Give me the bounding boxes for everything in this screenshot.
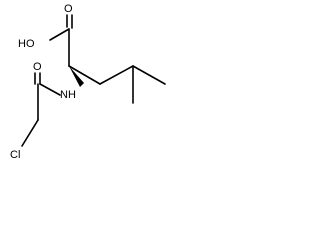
- bond-ch2-ch: [99, 65, 134, 85]
- bond-ch2-cl: [21, 119, 39, 147]
- atom-carbonyl-oxygen-top: O: [64, 3, 73, 15]
- bond-alpha-ch2: [68, 65, 101, 85]
- chemical-structure: HO O O NH Cl: [10, 3, 166, 161]
- bond-ch-methyl-right: [132, 65, 166, 85]
- bond-alpha-n-wedge: [69, 66, 84, 87]
- atom-carbonyl-oxygen-amide: O: [33, 61, 42, 73]
- atom-chlorine: Cl: [10, 149, 20, 161]
- bond-n-amide-c: [39, 83, 61, 96]
- atom-hydroxyl: HO: [18, 38, 35, 50]
- atom-amide-nitrogen: NH: [60, 89, 76, 101]
- bond-carboxyl-c-oh: [49, 28, 70, 41]
